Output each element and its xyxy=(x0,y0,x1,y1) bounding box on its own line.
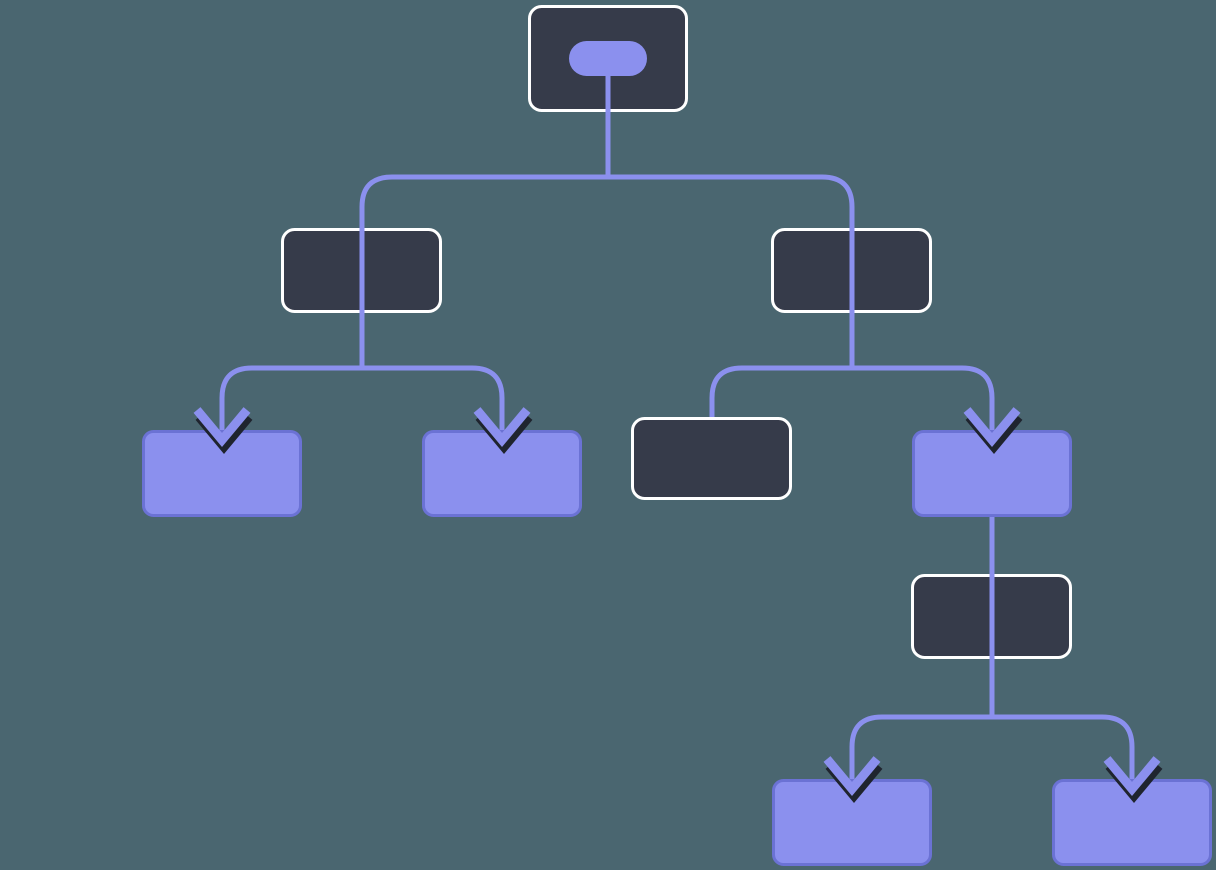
line-overlay-layer xyxy=(359,228,995,659)
level3-dark-node-body[interactable] xyxy=(631,417,792,500)
edge-level2-right-to-dark-node xyxy=(709,313,855,417)
edge-level2-right-to-leaf-three xyxy=(849,313,995,430)
root-node[interactable] xyxy=(528,5,688,113)
arrowhead-icon xyxy=(193,407,251,448)
edge-level2-left-to-leaf-one xyxy=(219,313,365,430)
edge-level2-left-to-leaf-two xyxy=(359,313,505,430)
edge-level4-to-leaf-five-arrowhead xyxy=(1103,756,1163,804)
edge-level4-to-leaf-four xyxy=(849,659,995,779)
edge-level2-left-to-leaf-two-arrowhead xyxy=(473,407,533,455)
arrowhead-layer xyxy=(193,407,1163,804)
level5-leaf-two[interactable] xyxy=(1052,779,1212,866)
arrowhead-icon xyxy=(823,756,881,797)
node-layer xyxy=(142,5,1212,866)
level3-dark-node[interactable] xyxy=(631,417,792,500)
level3-leaf-two[interactable] xyxy=(422,430,582,517)
edge-layer xyxy=(219,112,1135,779)
level3-leaf-one-body[interactable] xyxy=(142,430,302,517)
arrowhead-icon xyxy=(473,407,531,448)
edge-level2-left-to-leaf-one-arrowhead xyxy=(193,407,253,455)
level3-leaf-two-body[interactable] xyxy=(422,430,582,517)
edge-root-to-level2-right xyxy=(605,112,855,313)
arrowhead-icon xyxy=(963,407,1021,448)
edge-level4-to-leaf-four-arrowhead xyxy=(823,756,883,804)
level3-leaf-three[interactable] xyxy=(912,430,1072,517)
edge-root-to-level2-left xyxy=(359,112,611,313)
level3-leaf-one[interactable] xyxy=(142,430,302,517)
edge-level2-right-to-leaf-three-arrowhead xyxy=(963,407,1023,455)
edge-level4-to-leaf-five xyxy=(989,659,1135,779)
level5-leaf-one-body[interactable] xyxy=(772,779,932,866)
level5-leaf-one[interactable] xyxy=(772,779,932,866)
arrowhead-icon xyxy=(1103,756,1161,797)
level5-leaf-two-body[interactable] xyxy=(1052,779,1212,866)
level3-leaf-three-body[interactable] xyxy=(912,430,1072,517)
